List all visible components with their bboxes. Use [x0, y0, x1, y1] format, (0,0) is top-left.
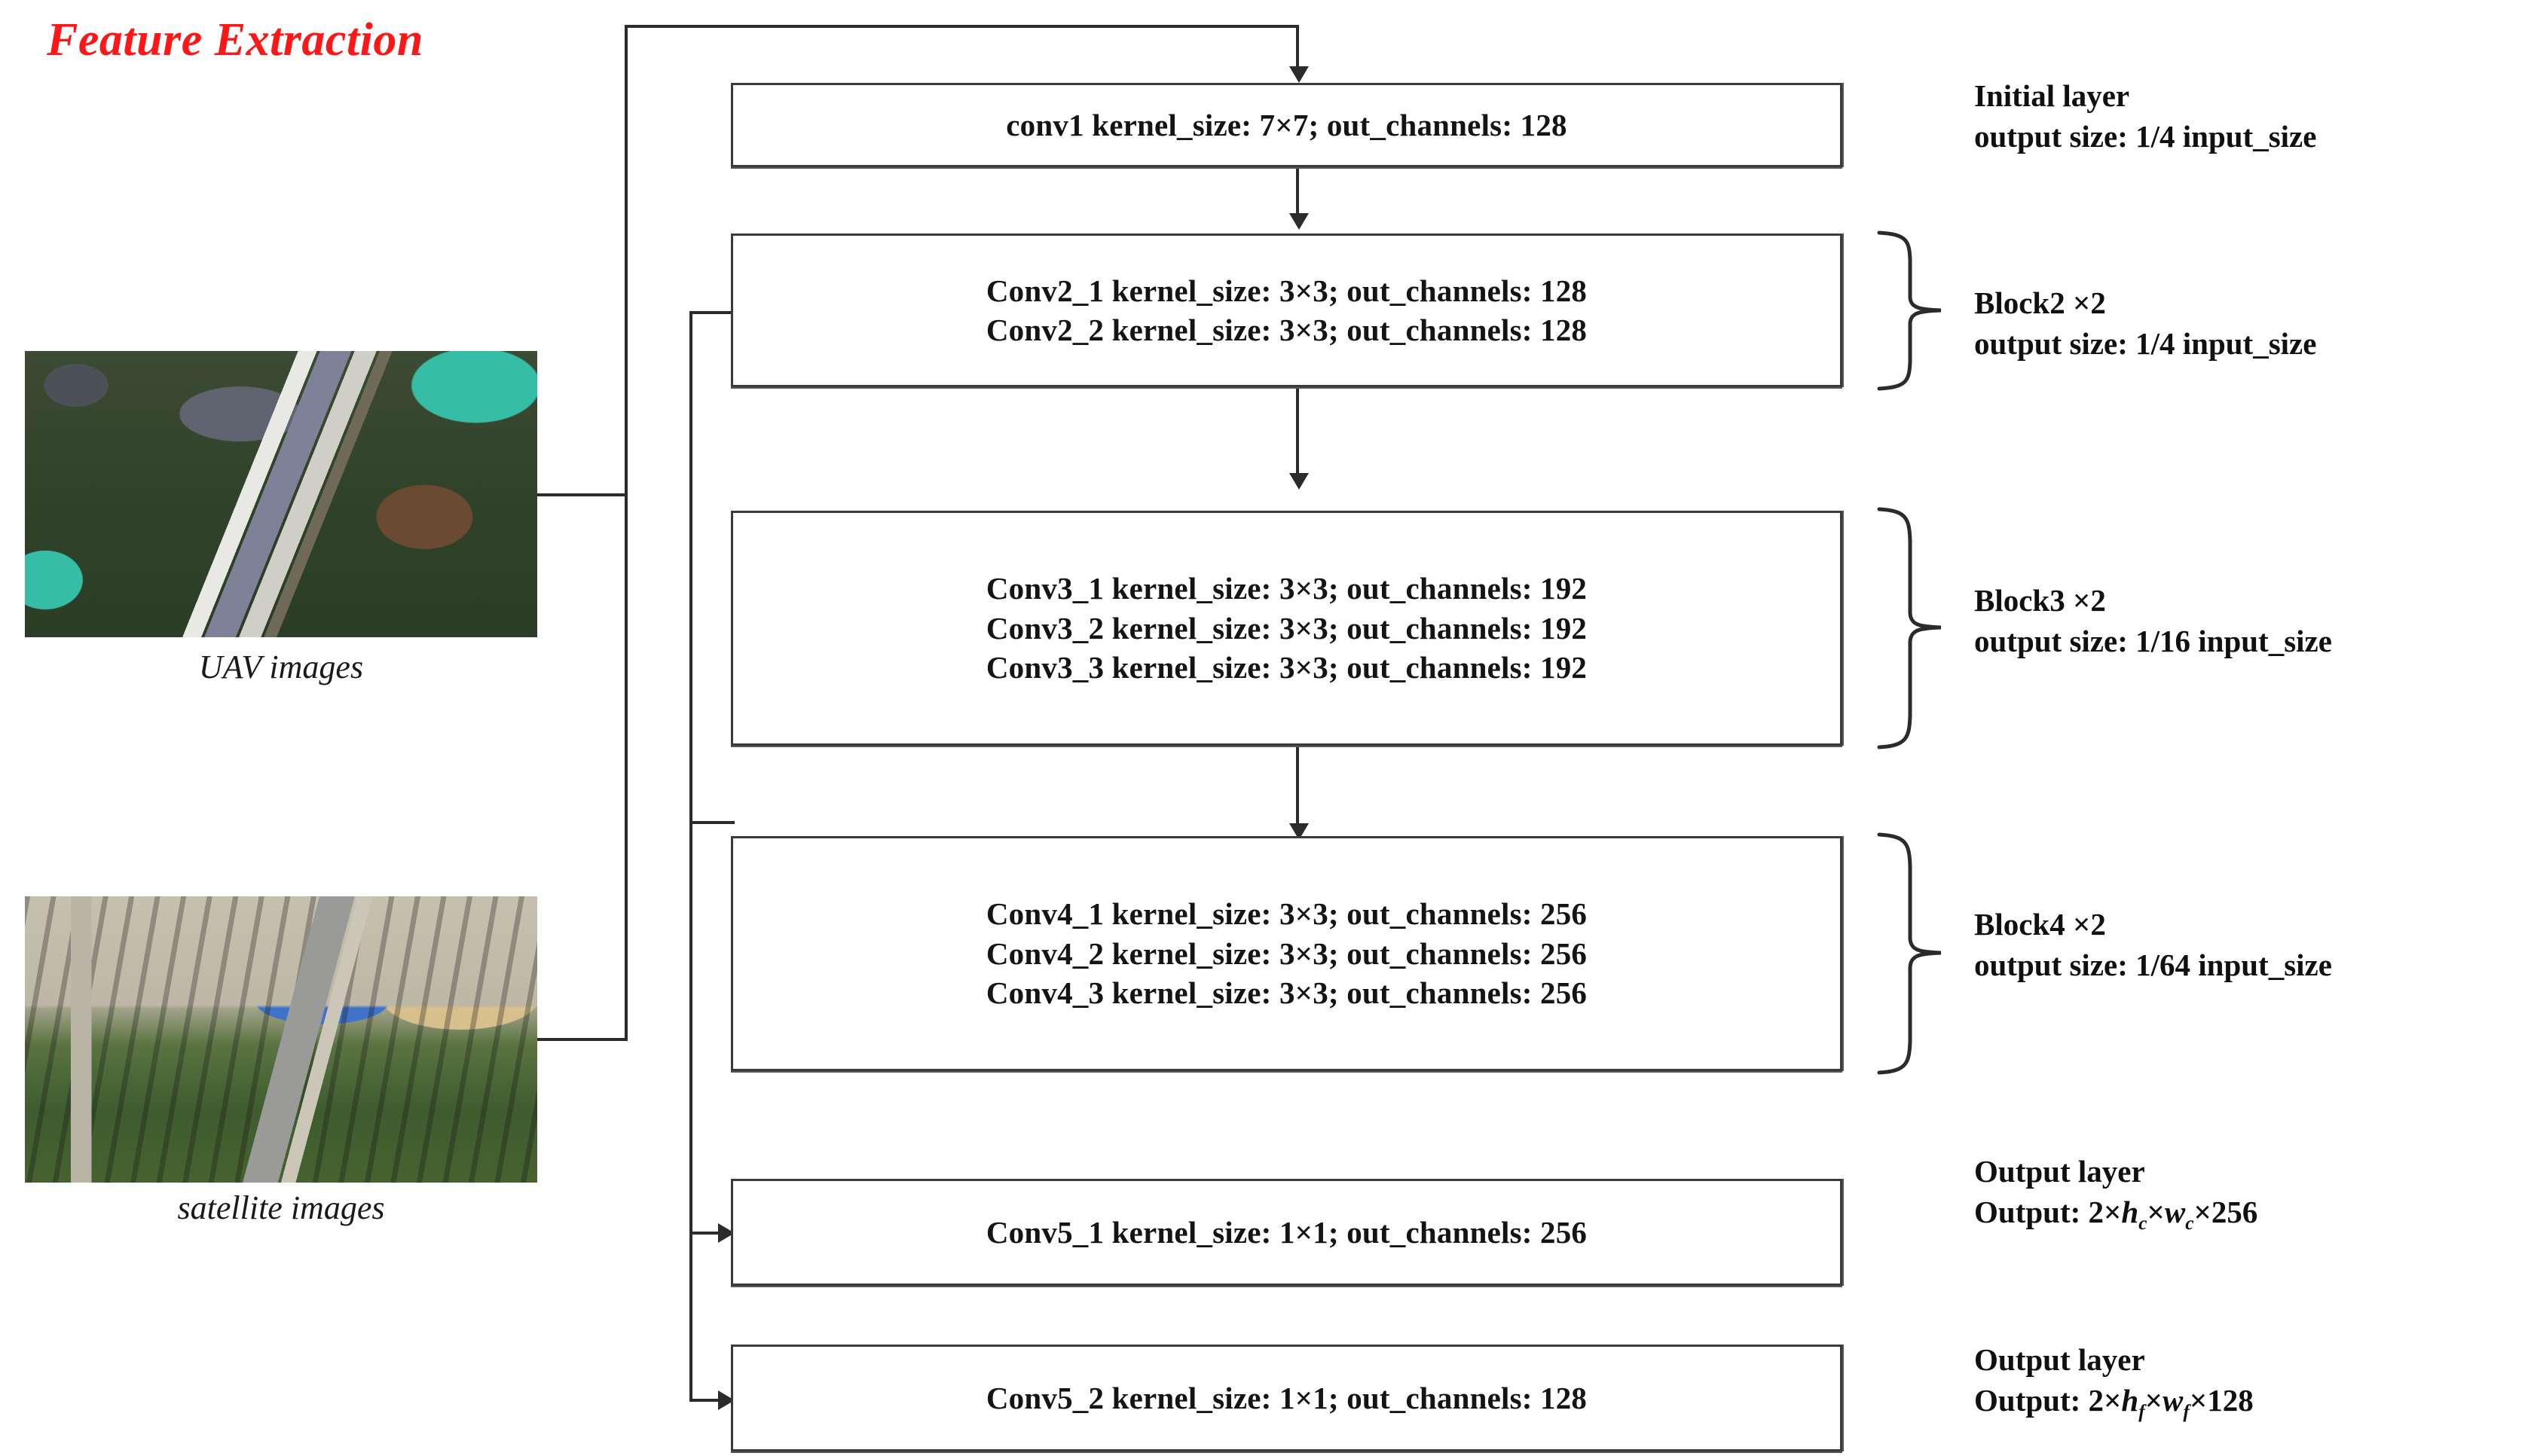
- out2-w: w: [2163, 1383, 2184, 1418]
- box-block3[interactable]: Conv3_1 kernel_size: 3×3; out_channels: …: [731, 511, 1842, 746]
- box-block4-line-1: Conv4_1 kernel_size: 3×3; out_channels: …: [986, 896, 1588, 932]
- connector-inner-trunk: [689, 311, 692, 1400]
- connector-conv1-to-block2: [1296, 167, 1299, 214]
- box-block2-line-1: Conv2_1 kernel_size: 3×3; out_channels: …: [986, 273, 1588, 308]
- box-conv5-2[interactable]: Conv5_2 kernel_size: 1×1; out_channels: …: [731, 1345, 1842, 1451]
- out2-w-sub: f: [2183, 1401, 2190, 1423]
- annotation-initial-layer: Initial layer output size: 1/4 input_siz…: [1974, 75, 2316, 157]
- connector-block3-to-block4: [1296, 746, 1299, 824]
- out2-suffix: ×128: [2189, 1383, 2254, 1418]
- annotation-block2: Block2 ×2 output size: 1/4 input_size: [1974, 282, 2316, 364]
- out1-prefix: Output: 2×: [1974, 1195, 2122, 1230]
- annotation-block2-line-1: Block2 ×2: [1974, 285, 2106, 320]
- out2-prefix: Output: 2×: [1974, 1383, 2122, 1418]
- arrow-into-block4: [1289, 823, 1309, 840]
- arrow-into-block3: [1289, 473, 1309, 490]
- annotation-block4: Block4 ×2 output size: 1/64 input_size: [1974, 904, 2332, 985]
- arrow-into-conv1: [1289, 66, 1309, 83]
- annotation-block3: Block3 ×2 output size: 1/16 input_size: [1974, 580, 2332, 661]
- out1-h-sub: c: [2138, 1213, 2147, 1235]
- out1-w: w: [2164, 1195, 2186, 1230]
- out1-w-sub: c: [2185, 1213, 2194, 1235]
- annotation-initial-layer-line-1: Initial layer: [1974, 78, 2130, 113]
- annotation-block3-line-1: Block3 ×2: [1974, 583, 2106, 618]
- brace-block4: [1877, 832, 1942, 1075]
- satellite-image: [25, 896, 537, 1183]
- arrow-into-block2: [1289, 213, 1309, 230]
- out2-mid: ×: [2144, 1383, 2163, 1418]
- satellite-image-caption: satellite images: [177, 1189, 385, 1226]
- connector-uav-to-trunk: [537, 493, 628, 496]
- annotation-output-layer-coarse-line-2: Output: 2×hc×wc×256: [1974, 1192, 2258, 1235]
- annotation-initial-layer-line-2: output size: 1/4 input_size: [1974, 119, 2317, 154]
- annotation-block4-line-2: output size: 1/64 input_size: [1974, 948, 2332, 983]
- annotation-block4-line-1: Block4 ×2: [1974, 907, 2106, 942]
- box-block3-line-3: Conv3_3 kernel_size: 3×3; out_channels: …: [986, 650, 1588, 685]
- box-block2-line-2: Conv2_2 kernel_size: 3×3; out_channels: …: [986, 313, 1588, 347]
- brace-block3: [1877, 507, 1942, 749]
- connector-block2-to-block3: [1296, 387, 1299, 474]
- uav-image-content: [25, 351, 537, 637]
- connector-block4-tap: [689, 821, 735, 824]
- annotation-output-layer-coarse-line-1: Output layer: [1974, 1154, 2145, 1189]
- box-conv1[interactable]: conv1 kernel_size: 7×7; out_channels: 12…: [731, 83, 1842, 167]
- arrow-into-conv5-1: [718, 1223, 735, 1243]
- connector-block2-tap: [689, 311, 735, 314]
- uav-image-caption: UAV images: [198, 649, 364, 685]
- box-conv5-1[interactable]: Conv5_1 kernel_size: 1×1; out_channels: …: [731, 1179, 1842, 1286]
- annotation-output-layer-fine-line-1: Output layer: [1974, 1342, 2145, 1377]
- out1-suffix: ×256: [2193, 1195, 2258, 1230]
- out1-h: h: [2121, 1195, 2139, 1230]
- satellite-image-content: [25, 896, 537, 1183]
- annotation-block3-line-2: output size: 1/16 input_size: [1974, 624, 2332, 659]
- box-block4-line-3: Conv4_3 kernel_size: 3×3; out_channels: …: [986, 975, 1588, 1011]
- connector-inner-to-conv5-1: [689, 1232, 721, 1235]
- brace-block2: [1877, 230, 1942, 391]
- box-block3-line-1: Conv3_1 kernel_size: 3×3; out_channels: …: [986, 571, 1588, 606]
- box-block3-line-2: Conv3_2 kernel_size: 3×3; out_channels: …: [986, 610, 1588, 646]
- connector-outer-trunk: [625, 25, 628, 1041]
- box-block4[interactable]: Conv4_1 kernel_size: 3×3; out_channels: …: [731, 836, 1842, 1071]
- connector-down-to-conv1: [1296, 25, 1299, 70]
- box-conv5-2-line-1: Conv5_2 kernel_size: 1×1; out_channels: …: [986, 1380, 1588, 1415]
- annotation-block2-line-2: output size: 1/4 input_size: [1974, 326, 2317, 362]
- box-block2[interactable]: Conv2_1 kernel_size: 3×3; out_channels: …: [731, 234, 1842, 387]
- arrow-into-conv5-2: [718, 1390, 735, 1410]
- out2-h-sub: f: [2138, 1401, 2145, 1423]
- box-conv1-line-1: conv1 kernel_size: 7×7; out_channels: 12…: [1006, 107, 1567, 142]
- out2-h: h: [2121, 1383, 2139, 1418]
- connector-trunk-to-conv1: [625, 25, 1299, 28]
- annotation-output-layer-coarse: Output layer Output: 2×hc×wc×256: [1974, 1151, 2258, 1235]
- connector-inner-to-conv5-2: [689, 1399, 721, 1402]
- annotation-output-layer-fine-line-2: Output: 2×hf×wf×128: [1974, 1380, 2254, 1421]
- box-conv5-1-line-1: Conv5_1 kernel_size: 1×1; out_channels: …: [986, 1214, 1588, 1250]
- page-title: Feature Extraction: [47, 14, 423, 66]
- box-block4-line-2: Conv4_2 kernel_size: 3×3; out_channels: …: [986, 936, 1588, 971]
- annotation-output-layer-fine: Output layer Output: 2×hf×wf×128: [1974, 1339, 2254, 1421]
- connector-satellite-to-trunk: [537, 1038, 628, 1041]
- uav-image: [25, 351, 537, 637]
- out1-mid: ×: [2147, 1195, 2165, 1230]
